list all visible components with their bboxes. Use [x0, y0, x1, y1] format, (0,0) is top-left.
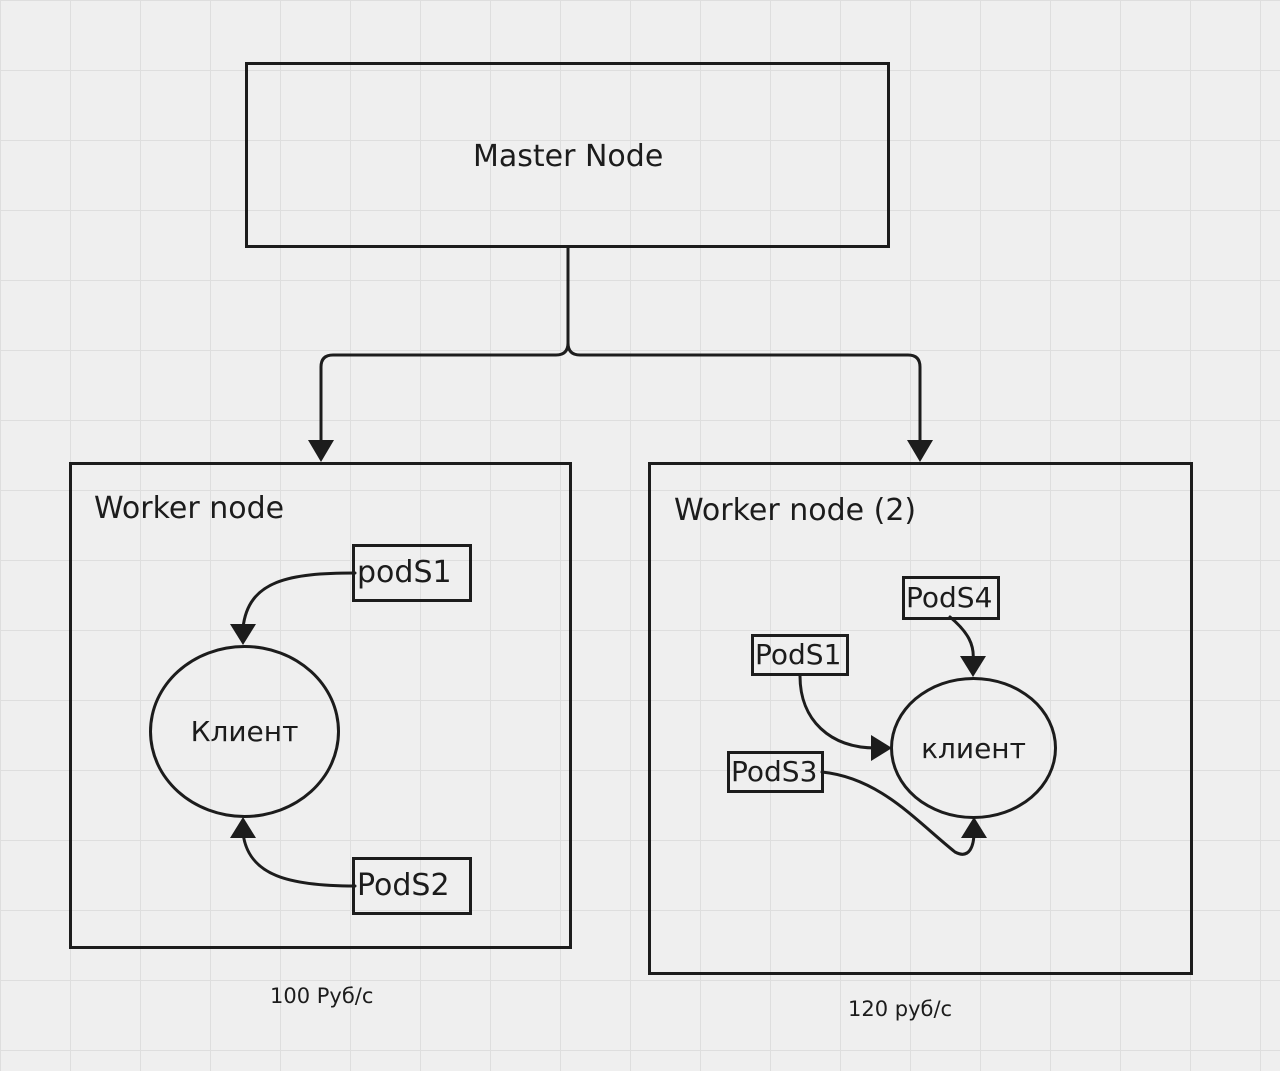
worker2-pod-s1[interactable]: PodS1	[751, 634, 849, 676]
arrow-worker2	[907, 440, 933, 462]
worker-node-2-title: Worker node (2)	[674, 493, 917, 528]
worker2-pod-s1-label: PodS1	[755, 638, 842, 671]
worker-node-1-box[interactable]: Worker node	[69, 462, 572, 949]
worker1-client-node[interactable]: Клиент	[149, 645, 340, 818]
worker2-pod-s4-label: PodS4	[906, 581, 993, 614]
master-node-label: Master Node	[473, 139, 664, 174]
worker-node-1-title: Worker node	[94, 491, 285, 526]
worker2-pod-s3-label: PodS3	[731, 755, 818, 788]
worker1-client-label: Клиент	[190, 715, 299, 748]
worker-node-2-box[interactable]: Worker node (2)	[648, 462, 1193, 975]
worker1-pod-s2[interactable]: PodS2	[352, 857, 472, 915]
master-to-worker2-line	[566, 341, 922, 447]
worker1-pod-s1[interactable]: podS1	[352, 544, 472, 602]
worker2-client-label: клиент	[921, 731, 1026, 765]
master-trunk-line	[319, 245, 570, 447]
worker1-price: 100 Руб/с	[270, 984, 374, 1008]
worker2-price: 120 руб/с	[848, 997, 953, 1021]
worker1-pod-s1-label: podS1	[357, 555, 452, 590]
worker2-pod-s4[interactable]: PodS4	[902, 576, 1000, 620]
worker2-client-node[interactable]: клиент	[890, 677, 1057, 819]
arrow-worker1	[308, 440, 334, 462]
master-node-box[interactable]: Master Node	[245, 62, 890, 248]
worker2-pod-s3[interactable]: PodS3	[727, 751, 824, 793]
worker1-pod-s2-label: PodS2	[357, 868, 450, 903]
